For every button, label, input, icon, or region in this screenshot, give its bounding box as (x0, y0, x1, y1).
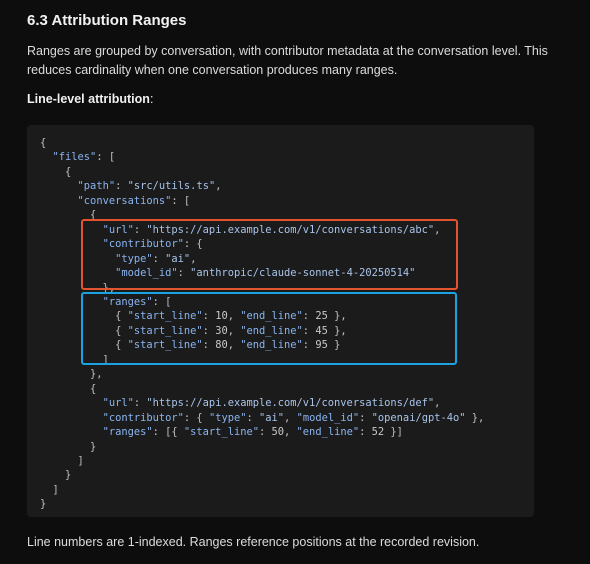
code-line: "ranges": [{ "start_line": 50, "end_line… (102, 426, 403, 439)
code-line: ] (40, 353, 109, 366)
code-line: "model_id": "anthropic/claude-sonnet-4-2… (115, 267, 416, 280)
ranges-highlight-box (81, 292, 457, 365)
code-line: { "start_line": 80, "end_line": 95 } (40, 339, 341, 352)
code-block (27, 125, 534, 517)
code-line: "files": [ (52, 151, 116, 164)
code-caption: Line-level attribution: (27, 92, 153, 106)
code-line: { (40, 209, 97, 222)
code-line: { (40, 382, 97, 395)
code-line: "contributor": { "type": "ai", "model_id… (102, 411, 485, 424)
code-line: { "start_line": 10, "end_line": 25 }, (40, 310, 347, 323)
code-line: "path": "src/utils.ts", (77, 180, 222, 193)
section-heading: 6.3 Attribution Ranges (27, 12, 187, 29)
code-line: } (40, 469, 72, 482)
code-line: "type": "ai", (115, 252, 197, 265)
code-line: "url": "https://api.example.com/v1/conve… (102, 223, 441, 236)
code-line: } (40, 498, 47, 511)
code-line: { "start_line": 30, "end_line": 45 }, (40, 324, 347, 337)
code-line: { (40, 137, 47, 149)
code-caption-suffix: : (149, 92, 154, 106)
code-caption-bold: Line-level attribution (27, 92, 150, 106)
code-line: "ranges": [ (102, 295, 172, 308)
code-line: } (40, 440, 97, 453)
footer-paragraph: Line numbers are 1-indexed. Ranges refer… (27, 535, 480, 549)
json-code: { "files": [ { "path": "src/utils.ts", "… (40, 136, 484, 512)
code-line: }, (40, 368, 103, 381)
contributor-highlight-box (81, 219, 458, 290)
code-line: "url": "https://api.example.com/v1/conve… (102, 397, 441, 410)
code-line: { (40, 165, 72, 178)
code-line: ] (40, 483, 59, 496)
code-line: "contributor": { (102, 238, 203, 251)
code-line: ] (40, 454, 84, 467)
section-intro-paragraph: Ranges are grouped by conversation, with… (27, 44, 548, 77)
code-line: }, (40, 281, 116, 294)
code-line: "conversations": [ (77, 194, 191, 207)
